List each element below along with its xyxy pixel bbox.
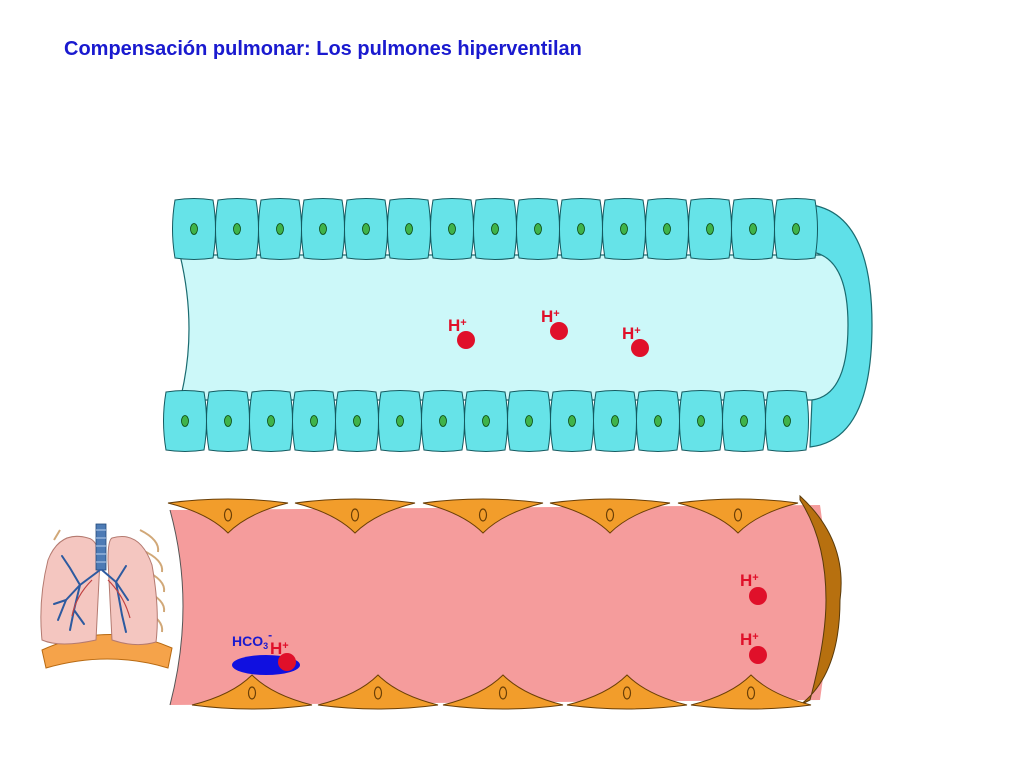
svg-text:H+: H+ bbox=[740, 571, 759, 590]
alveolar-cell bbox=[593, 390, 637, 452]
alveolar-cell bbox=[679, 390, 723, 452]
alveolar-cell bbox=[430, 198, 474, 260]
alveolar-cell bbox=[559, 198, 603, 260]
alveolar-cell bbox=[378, 390, 422, 452]
capillary-end-wall bbox=[799, 494, 842, 706]
svg-text:H+: H+ bbox=[740, 630, 759, 649]
hydrogen-ion: H+ bbox=[541, 307, 568, 340]
endothelial-cells-top bbox=[167, 498, 799, 534]
endothelial-cell bbox=[566, 674, 688, 710]
alveolar-cell bbox=[206, 390, 250, 452]
alveolar-cell bbox=[731, 198, 775, 260]
alveolar-cell bbox=[258, 198, 302, 260]
endothelial-cell bbox=[677, 498, 799, 534]
alveolar-cells-bottom bbox=[163, 390, 809, 452]
alveolar-cell bbox=[335, 390, 379, 452]
endothelial-cell bbox=[549, 498, 671, 534]
svg-text:H+: H+ bbox=[448, 316, 467, 335]
endothelial-cell bbox=[191, 674, 313, 710]
alveolar-cell bbox=[507, 390, 551, 452]
alveolar-cell bbox=[722, 390, 766, 452]
endothelial-cell bbox=[294, 498, 416, 534]
alveolar-cell bbox=[387, 198, 431, 260]
hydrogen-ion: H+ bbox=[622, 324, 649, 357]
alveolar-cells-top bbox=[172, 198, 818, 260]
alveolar-cell bbox=[301, 198, 345, 260]
endothelial-cell bbox=[167, 498, 289, 534]
hydrogen-ion: H+ bbox=[270, 639, 296, 671]
svg-text:H+: H+ bbox=[270, 639, 289, 658]
alveolar-cell bbox=[421, 390, 465, 452]
lungs-icon bbox=[40, 523, 173, 669]
alveolar-cell bbox=[602, 198, 646, 260]
alveolar-cell bbox=[163, 390, 207, 452]
alveolar-cell bbox=[765, 390, 809, 452]
capillary-open-end bbox=[169, 509, 184, 706]
svg-text:H+: H+ bbox=[541, 307, 560, 326]
alveolar-cell bbox=[215, 198, 259, 260]
hydrogen-ion: H+ bbox=[740, 571, 767, 605]
alveolus-end-wall bbox=[809, 204, 873, 448]
alveolar-cell bbox=[774, 198, 818, 260]
capillary bbox=[167, 494, 842, 710]
alveolar-cell bbox=[292, 390, 336, 452]
page-title: Compensación pulmonar: Los pulmones hipe… bbox=[64, 38, 582, 60]
svg-text:H+: H+ bbox=[622, 324, 641, 343]
alveolus bbox=[163, 198, 873, 452]
alveolar-cell bbox=[473, 198, 517, 260]
alveolar-cell bbox=[550, 390, 594, 452]
alveolar-cell bbox=[636, 390, 680, 452]
alveolar-cell bbox=[516, 198, 560, 260]
capillary-lumen bbox=[170, 505, 828, 705]
endothelial-cells-bottom bbox=[191, 674, 812, 710]
alveolar-cell bbox=[344, 198, 388, 260]
alveolar-cell bbox=[464, 390, 508, 452]
alveolar-cell bbox=[645, 198, 689, 260]
alveolar-cell bbox=[172, 198, 216, 260]
alveolar-cell bbox=[249, 390, 293, 452]
svg-text:HCO3-: HCO3- bbox=[232, 628, 272, 651]
endothelial-cell bbox=[442, 674, 564, 710]
hydrogen-ion: H+ bbox=[448, 316, 475, 349]
endothelial-cell bbox=[317, 674, 439, 710]
endothelial-cell bbox=[422, 498, 544, 534]
endothelial-cell bbox=[690, 674, 812, 710]
alveolus-lumen bbox=[179, 254, 853, 401]
alveolar-cell bbox=[688, 198, 732, 260]
hydrogen-ion: H+ bbox=[740, 630, 767, 664]
